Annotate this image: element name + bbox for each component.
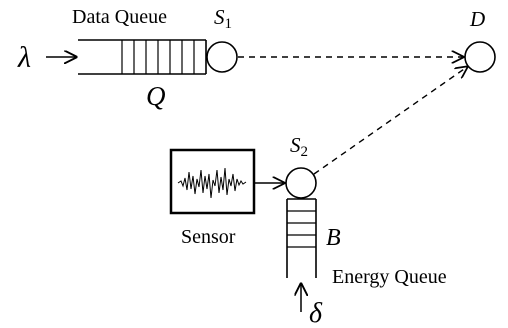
sensor-label: Sensor <box>181 226 236 248</box>
energy-queue-label: Energy Queue <box>332 266 447 288</box>
node-s2 <box>285 167 317 199</box>
delta-label: δ <box>309 298 323 328</box>
s1-label: S1 <box>214 5 232 32</box>
sensor-signal-icon <box>177 167 247 199</box>
node-d <box>464 41 496 73</box>
data-queue <box>78 39 207 75</box>
battery-B-label: B <box>326 225 341 251</box>
node-s1 <box>206 41 238 73</box>
link-s2-to-d <box>313 67 467 175</box>
sensor-box <box>169 148 256 215</box>
lambda-label: λ <box>17 41 31 74</box>
queue-Q-label: Q <box>146 81 166 111</box>
data-queue-label: Data Queue <box>72 6 167 28</box>
energy-queue <box>286 198 317 278</box>
d-label: D <box>469 7 485 31</box>
s2-label: S2 <box>290 133 308 160</box>
